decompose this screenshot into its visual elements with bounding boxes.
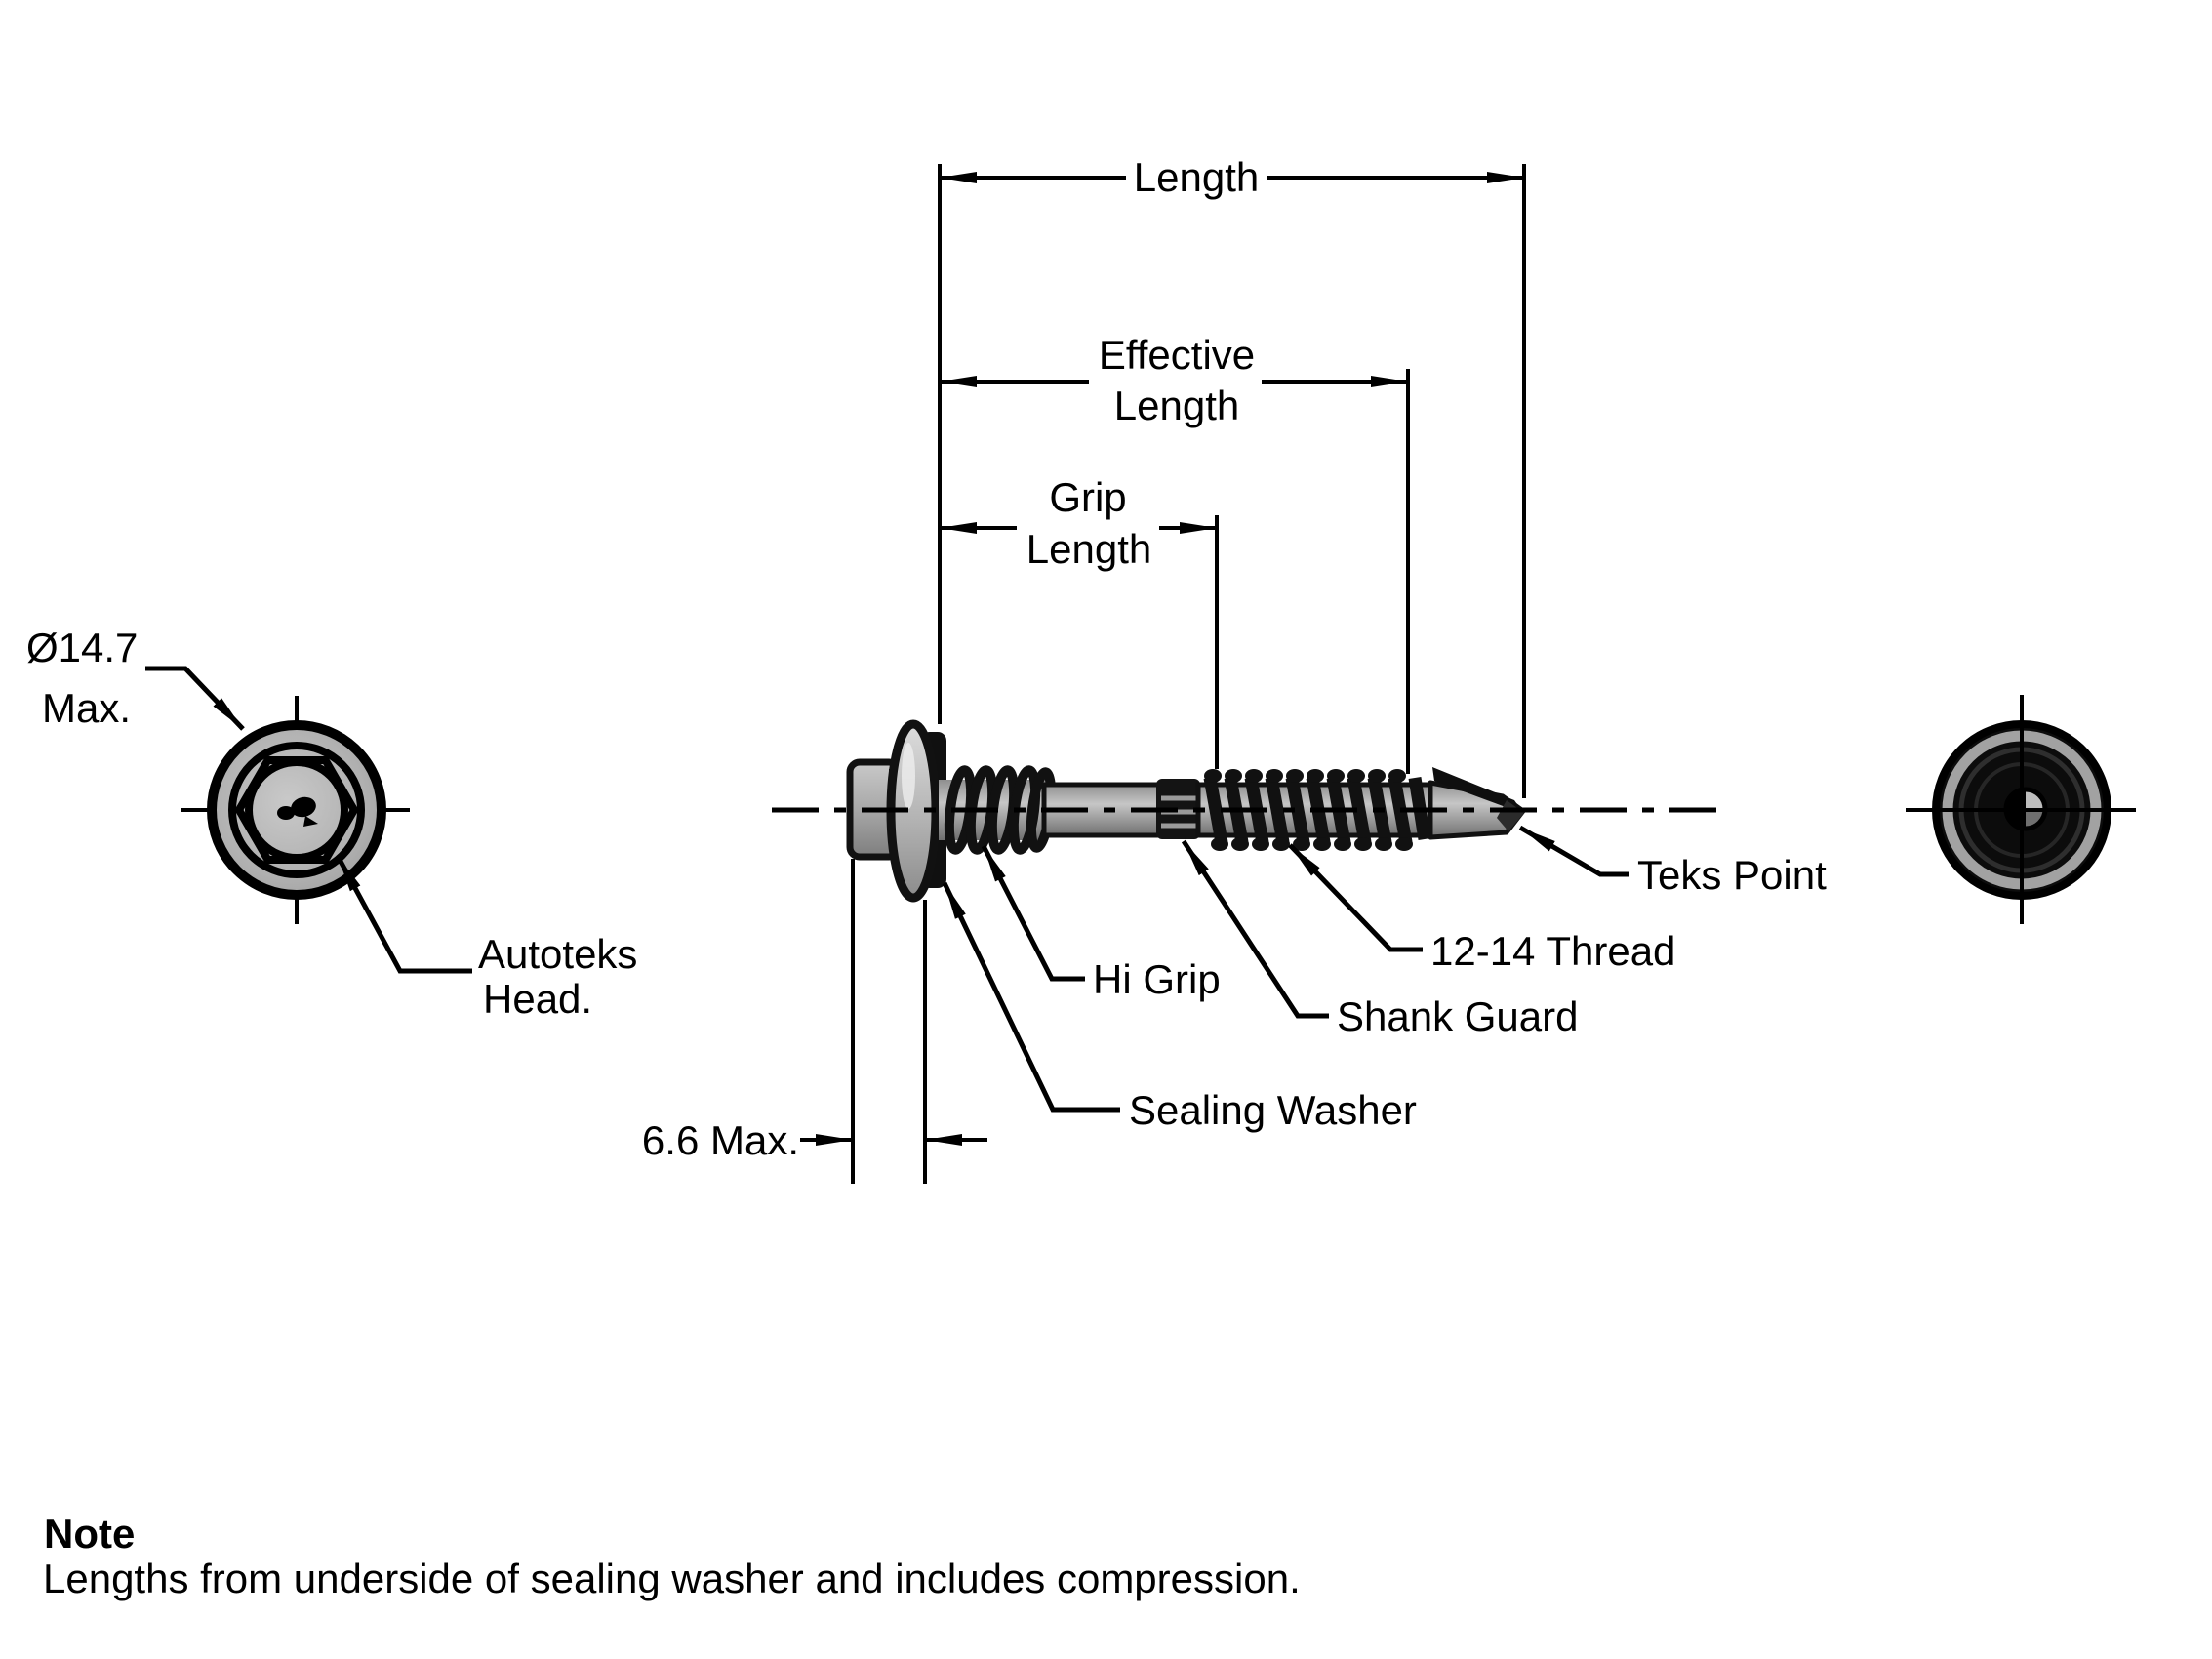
point-view-center-highlight [2026,791,2043,809]
note-body: Lengths from underside of sealing washer… [43,1556,1301,1601]
washer-highlight [902,743,915,809]
thread-crests [1204,769,1413,851]
head-diameter-callout: Ø14.7 Max. [26,625,245,731]
head-end-view [181,696,410,924]
autoteks-head-leader [335,854,472,974]
thread-leader [1288,843,1423,952]
head-diameter-value: Ø14.7 [26,625,138,670]
callout-shank-guard: Shank Guard [1181,839,1579,1039]
drill-point-flute [1432,767,1524,814]
point-view-center-shadow [2026,809,2043,827]
effective-dim-label-line2: Length [1114,383,1239,428]
head-outer-circle [228,742,365,878]
teks-point-leader [1518,825,1629,877]
grip-dim-label-line2: Length [1026,526,1151,572]
autoteks-head-label-line1: Autoteks [478,931,637,977]
autoteks-head-label-line2: Head. [483,976,592,1022]
thread-label: 12-14 Thread [1430,928,1675,974]
screw-side-view [772,719,1729,903]
callout-sealing-washer: Sealing Washer [942,881,1417,1133]
head-height-label: 6.6 Max. [642,1117,799,1163]
sealing-washer-leader [942,881,1120,1113]
head-center-marking [277,796,318,827]
shank-guard-leader [1181,839,1329,1019]
callout-teks-point: Teks Point [1518,825,1827,898]
hi-grip-leader [981,844,1085,982]
head-diameter-leader [145,666,245,731]
effective-dim-label-line1: Effective [1099,332,1255,378]
autoteks-head-callout: Autoteks Head. [335,854,637,1022]
teks-point-label: Teks Point [1637,852,1827,898]
dimension-length: Length [940,154,1524,200]
grip-dim-label-line1: Grip [1049,474,1126,520]
shank-guard-label: Shank Guard [1337,993,1579,1039]
note-title: Note [44,1511,135,1557]
length-dim-label: Length [1134,154,1259,200]
hex-head-outline [235,756,358,864]
dimension-effective-length: Effective Length [940,332,1408,428]
dimension-grip-length: Grip Length [940,474,1217,572]
point-end-view [1906,695,2136,924]
dimension-head-height: 6.6 Max. [642,1117,987,1163]
head-inner-circle [245,758,348,862]
note-block: Note Lengths from underside of sealing w… [43,1511,1301,1601]
callout-thread: 12-14 Thread [1288,843,1675,974]
head-diameter-qualifier: Max. [42,685,131,731]
sealing-washer-label: Sealing Washer [1129,1087,1417,1133]
extension-lines [851,164,1526,1184]
hi-grip-label: Hi Grip [1093,956,1221,1002]
callout-hi-grip: Hi Grip [981,844,1221,1002]
